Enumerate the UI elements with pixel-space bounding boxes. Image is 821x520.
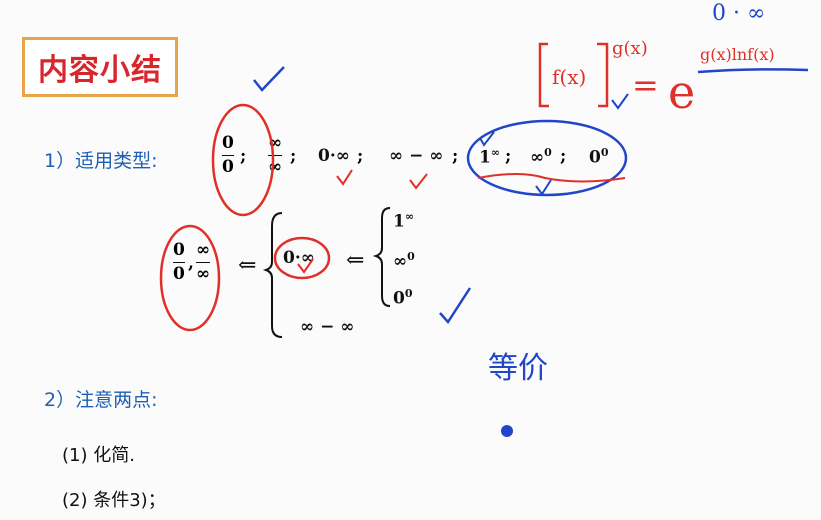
type-inf-pow-zero: ∞0	[530, 146, 552, 168]
note-item-simplify: (1) 化简.	[62, 445, 135, 466]
right-inf-pow-zero: ∞0	[393, 250, 415, 272]
left-brace	[262, 212, 283, 338]
right-brace	[372, 207, 391, 307]
handwritten-equals: =	[632, 66, 659, 104]
semicolon: ;	[452, 146, 459, 166]
red-circle-zero-over-inf	[211, 103, 275, 217]
type-one-pow-inf: 1∞	[479, 146, 500, 168]
handwritten-f-of-x: f(x)	[552, 65, 586, 89]
red-underline-power-types	[477, 173, 626, 183]
blue-check-title	[253, 66, 285, 92]
fraction-denominator: 0	[173, 264, 185, 284]
middle-zero-times-inf: 0·∞	[283, 248, 315, 268]
semicolon: ;	[240, 146, 247, 166]
implies-arrow-left: ⇐	[238, 253, 257, 278]
power-base: 1	[479, 147, 491, 168]
red-circle-converted	[159, 224, 221, 332]
handwritten-exponent: g(x)lnf(x)	[700, 45, 775, 64]
semicolon: ;	[560, 146, 567, 166]
semicolon: ;	[505, 146, 512, 166]
power-base: ∞	[530, 147, 545, 168]
type-zero-times-inf: 0·∞	[318, 146, 350, 166]
power-base: 1	[393, 211, 405, 232]
blue-check-one	[479, 131, 495, 147]
red-check-zero-times-inf	[336, 169, 353, 186]
power-base: 0	[393, 288, 405, 309]
blue-underline-exponent	[697, 68, 809, 74]
section-title: 内容小结	[38, 53, 162, 88]
power-base: 0	[589, 147, 601, 168]
red-bracket-left	[538, 42, 549, 108]
fraction-denominator: ∞	[196, 264, 211, 284]
semicolon: ;	[357, 146, 364, 166]
handwritten-equivalence-note: 等价	[488, 351, 548, 386]
blue-check-under-ellipse	[535, 179, 552, 196]
handwritten-e: e	[668, 65, 695, 119]
applicable-types-label: 1）适用类型:	[44, 150, 158, 172]
handwritten-g-of-x: g(x)	[612, 38, 648, 59]
converted-frac-inf: ∞∞	[196, 240, 211, 284]
implies-arrow-right: ⇐	[346, 248, 365, 273]
right-zero-pow-zero: 00	[393, 287, 413, 309]
power-exponent: ∞	[404, 210, 415, 223]
power-base: ∞	[393, 251, 408, 272]
blue-check-right	[439, 287, 472, 325]
red-check-middle	[297, 258, 314, 274]
notes-label: 2）注意两点:	[44, 389, 158, 411]
power-exponent: 0	[404, 287, 413, 300]
pen-dot	[501, 425, 513, 437]
fraction-numerator: 0	[222, 133, 234, 153]
fraction-numerator: 0	[173, 240, 185, 260]
power-exponent: 0	[600, 146, 609, 159]
type-zero-pow-zero: 00	[589, 146, 609, 168]
right-one-pow-inf: 1∞	[393, 210, 414, 232]
comma: ,	[188, 253, 194, 273]
power-exponent: 0	[407, 250, 415, 263]
blue-ellipse-power-types	[466, 119, 628, 197]
red-bracket-right	[597, 42, 609, 108]
red-circle-middle	[273, 236, 331, 280]
type-inf-minus-inf: ∞ − ∞	[389, 146, 444, 166]
middle-inf-minus-inf: ∞ − ∞	[300, 317, 355, 337]
red-check-inf-minus-inf	[409, 173, 428, 190]
power-exponent: ∞	[490, 146, 501, 159]
section-title-box: 内容小结	[22, 37, 178, 97]
handwritten-zero-times-inf: 0 · ∞	[712, 1, 765, 26]
semicolon: ;	[290, 146, 297, 166]
blue-check-bracket	[611, 93, 629, 110]
note-item-condition: (2) 条件3)；	[62, 490, 166, 511]
fraction-numerator: ∞	[196, 240, 211, 260]
fraction-denominator: 0	[222, 157, 234, 177]
power-exponent: 0	[544, 146, 552, 159]
